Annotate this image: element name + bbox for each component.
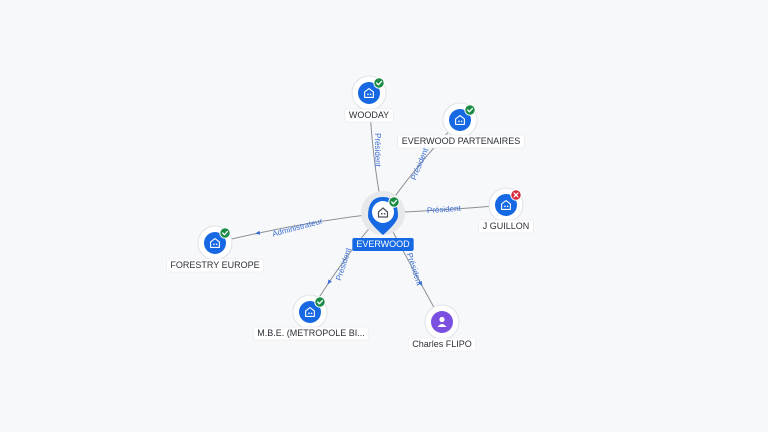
graph-node-j-guillon[interactable]: J GUILLON xyxy=(478,187,534,234)
graph-node-wooday[interactable]: WOODAY xyxy=(344,75,394,123)
building-icon xyxy=(377,207,389,218)
active-check-badge-icon xyxy=(464,104,476,116)
edge-label: Administrateur xyxy=(271,216,323,238)
node-label-text: Charles FLIPO xyxy=(412,339,472,349)
node-label: FORESTRY EUROPE xyxy=(166,258,264,273)
company-avatar xyxy=(358,82,380,104)
active-check-badge-icon xyxy=(219,227,231,239)
edge-arrow-icon xyxy=(254,230,261,235)
node-label-text: WOODAY xyxy=(349,110,389,120)
active-check-badge-icon xyxy=(373,77,385,89)
company-avatar xyxy=(495,194,517,216)
node-label-text: M.B.E. (METROPOLE BI... xyxy=(257,328,365,338)
edge-arrow-icon xyxy=(418,280,423,287)
company-avatar xyxy=(299,301,321,323)
building-icon xyxy=(501,200,511,210)
node-label-text: J GUILLON xyxy=(483,221,530,231)
building-icon xyxy=(364,88,374,98)
edge-label: Président xyxy=(409,146,430,181)
edge-label: Président xyxy=(405,252,424,288)
graph-node-mbe[interactable]: M.B.E. (METROPOLE BI... xyxy=(252,294,370,341)
graph-node-forestry-europe[interactable]: FORESTRY EUROPE xyxy=(166,225,264,273)
closed-cross-badge-icon xyxy=(510,189,522,201)
active-check-badge-icon xyxy=(314,296,326,308)
person-icon xyxy=(437,316,447,327)
edge-label: Président xyxy=(334,246,353,282)
edge-label: Président xyxy=(427,204,462,215)
pin-inner xyxy=(372,201,394,223)
graph-node-everwood-partenaires[interactable]: EVERWOOD PARTENAIRES xyxy=(397,102,525,149)
node-label: Charles FLIPO xyxy=(407,337,477,352)
company-avatar xyxy=(204,232,226,254)
node-label: EVERWOOD PARTENAIRES xyxy=(397,134,525,149)
building-icon xyxy=(210,238,220,248)
graph-node-center[interactable]: EVERWOOD xyxy=(352,191,414,251)
center-node-label-text: EVERWOOD xyxy=(356,239,410,249)
node-label: WOODAY xyxy=(344,108,394,123)
edge-label: Président xyxy=(373,133,382,168)
node-label: M.B.E. (METROPOLE BI... xyxy=(252,326,370,341)
center-node-layer: EVERWOOD xyxy=(352,191,414,251)
node-layer: WOODAY EVERWOOD PARTENAIRES J GUILLON FORES… xyxy=(166,75,534,352)
node-label-text: FORESTRY EUROPE xyxy=(170,260,259,270)
building-icon xyxy=(305,307,315,317)
company-avatar xyxy=(449,109,471,131)
node-label: J GUILLON xyxy=(478,219,534,234)
building-icon xyxy=(455,115,465,125)
graph-node-charles-flipo[interactable]: Charles FLIPO xyxy=(407,304,477,352)
node-label-text: EVERWOOD PARTENAIRES xyxy=(402,136,521,146)
center-node-label: EVERWOOD xyxy=(352,238,414,251)
active-check-badge-icon xyxy=(388,196,400,208)
edge-arrow-icon xyxy=(327,279,332,285)
